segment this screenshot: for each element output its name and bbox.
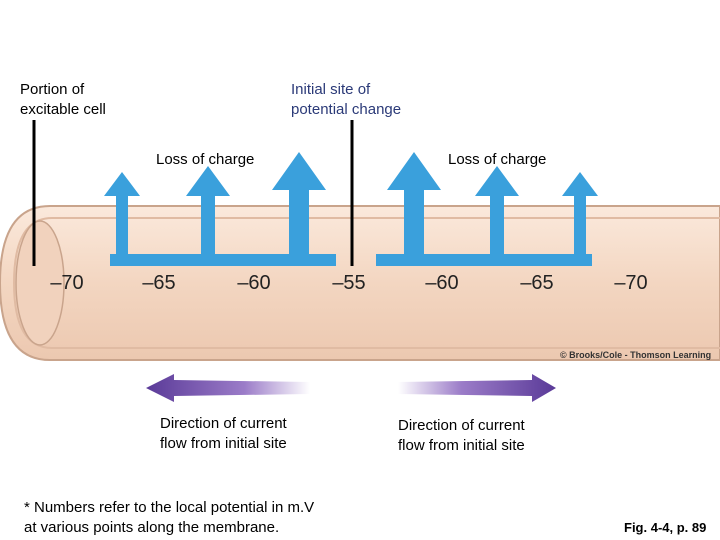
charge-arrow-medium: [186, 166, 230, 262]
direction-label-right: Direction of current flow from initial s…: [398, 417, 525, 454]
loss-of-charge-arrows-left: [104, 152, 336, 266]
charge-arrow-large: [272, 152, 326, 262]
initial-site-label: Initial site of potential change: [291, 81, 402, 118]
charge-arrow-medium: [475, 166, 519, 262]
potential-value: –70: [50, 272, 84, 294]
potential-value: –60: [237, 272, 271, 294]
potential-value: –55: [332, 272, 366, 294]
figure-reference: Fig. 4-4, p. 89: [624, 520, 707, 535]
footnote: * Numbers refer to the local potential i…: [24, 499, 315, 536]
charge-arrow-base-right: [376, 254, 592, 266]
potential-value: –60: [425, 272, 459, 294]
copyright-credit: © Brooks/Cole - Thomson Learning: [560, 350, 712, 360]
charge-arrow-base-left: [110, 254, 336, 266]
current-arrow-right: [398, 374, 556, 402]
direction-label-left: Direction of current flow from initial s…: [160, 415, 287, 452]
cell-tube: [0, 205, 720, 361]
potential-value: –65: [520, 272, 554, 294]
loss-of-charge-label-left: Loss of charge: [156, 151, 255, 168]
potential-value: –65: [142, 272, 176, 294]
charge-arrow-large: [387, 152, 441, 262]
charge-arrow-small: [562, 172, 598, 262]
loss-of-charge-arrows-right: [376, 152, 598, 266]
potential-value: –70: [614, 272, 648, 294]
current-arrow-left: [146, 374, 310, 402]
portion-label: Portion of excitable cell: [20, 81, 106, 118]
charge-arrow-small: [104, 172, 140, 262]
loss-of-charge-label-right: Loss of charge: [448, 151, 547, 168]
